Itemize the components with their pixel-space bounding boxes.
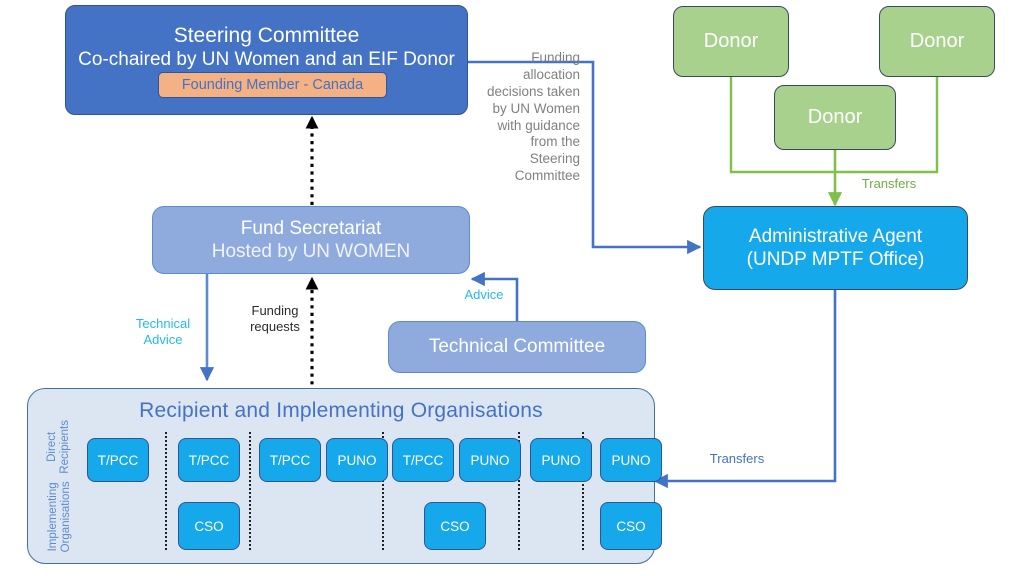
node-donor-1[interactable]: Donor — [673, 6, 789, 77]
node-fund-secretariat[interactable]: Fund Secretariat Hosted by UN WOMEN — [152, 206, 470, 274]
donor-3-label: Donor — [807, 106, 863, 129]
founding-member-badge[interactable]: Founding Member - Canada — [158, 72, 387, 98]
node-administrative-agent[interactable]: Administrative Agent (UNDP MPTF Office) — [703, 206, 968, 290]
administrative-agent-line1: Administrative Agent — [748, 225, 923, 247]
group-divider-3 — [382, 432, 384, 550]
chip-recipient-g6-0[interactable]: PUNO — [600, 438, 662, 482]
group-divider-4 — [518, 432, 520, 550]
label-technical-advice: Technical Advice — [135, 316, 191, 348]
recipient-panel: Recipient and Implementing Organisations… — [27, 388, 662, 564]
fund-secretariat-title: Fund Secretariat — [240, 217, 382, 239]
steering-committee-title: Steering Committee — [173, 23, 360, 47]
label-transfers-recipients: Transfers — [709, 451, 765, 466]
group-divider-5 — [582, 432, 584, 550]
chip-implementer-g2-0[interactable]: CSO — [178, 502, 240, 550]
group-divider-2 — [249, 432, 251, 550]
group-divider-1 — [165, 432, 167, 550]
administrative-agent-line2: (UNDP MPTF Office) — [746, 249, 925, 270]
label-funding-allocation: Funding allocation decisions taken by UN… — [486, 50, 580, 184]
chip-recipient-g4-1[interactable]: PUNO — [459, 438, 521, 482]
node-steering-committee[interactable]: Steering Committee Co-chaired by UN Wome… — [65, 5, 468, 115]
donor-1-label: Donor — [703, 30, 759, 53]
fund-secretariat-subtitle: Hosted by UN WOMEN — [211, 241, 411, 262]
technical-committee-title: Technical Committee — [428, 336, 606, 358]
recipient-panel-title: Recipient and Implementing Organisations — [139, 399, 543, 422]
chip-implementer-g6-0[interactable]: CSO — [600, 502, 662, 550]
node-technical-committee[interactable]: Technical Committee — [388, 321, 646, 373]
steering-committee-subtitle: Co-chaired by UN Women and an EIF Donor — [78, 49, 455, 71]
label-funding-requests: Funding requests — [250, 303, 300, 335]
chip-recipient-g2-0[interactable]: T/PCC — [178, 438, 240, 482]
donor-2-label: Donor — [909, 30, 965, 53]
chip-recipient-g3-0[interactable]: T/PCC — [259, 438, 321, 482]
side-label-direct-recipients: Direct Recipients — [46, 420, 71, 474]
chip-implementer-g4-0[interactable]: CSO — [424, 502, 486, 550]
founding-member-badge-label: Founding Member - Canada — [181, 77, 364, 93]
chip-recipient-g3-1[interactable]: PUNO — [326, 438, 388, 482]
label-advice: Advice — [464, 287, 504, 302]
chip-recipient-g4-0[interactable]: T/PCC — [392, 438, 454, 482]
node-donor-2[interactable]: Donor — [879, 6, 995, 77]
side-label-implementing-organisations: Implementing Organisations — [47, 481, 72, 553]
label-transfers-donors: Transfers — [861, 176, 917, 191]
chip-recipient-g1-0[interactable]: T/PCC — [87, 438, 149, 482]
chip-recipient-g5-0[interactable]: PUNO — [530, 438, 592, 482]
node-donor-3[interactable]: Donor — [774, 85, 896, 150]
